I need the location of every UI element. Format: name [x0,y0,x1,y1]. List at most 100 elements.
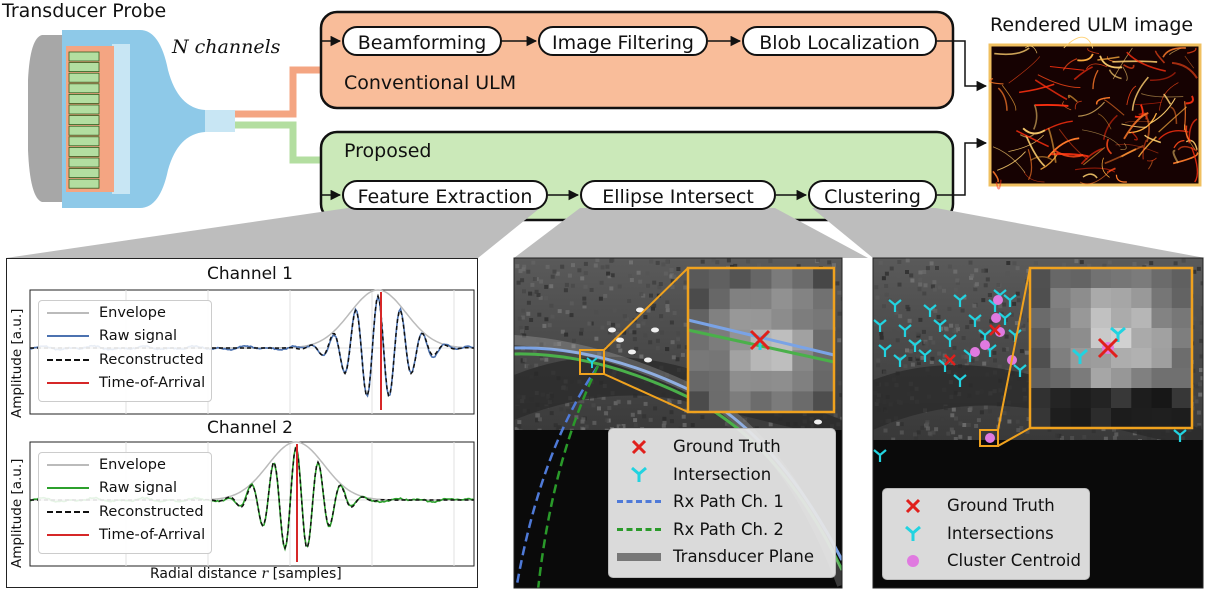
speckle [953,287,958,292]
speckle [918,282,923,287]
speckle [553,342,558,347]
speckle [583,271,588,276]
speckle [932,287,937,292]
inset-pixel [729,370,752,392]
speckle [1005,271,1010,276]
speckle [1199,368,1203,372]
vessel-trace [1115,174,1127,183]
speckle [1062,262,1067,267]
inset-pixel [708,350,731,372]
speckle [931,307,935,312]
speckle [668,404,673,409]
speckle [918,277,923,282]
speckle [881,276,886,281]
speckle [1198,382,1202,387]
intersection-marker [893,354,907,367]
vessel-trace [1171,61,1198,79]
speckle [525,364,530,369]
speckle [964,354,969,359]
speckle [572,338,576,343]
speckle [515,264,520,269]
legend-item-raw: Raw signal [39,325,211,349]
intersection-marker [873,449,887,462]
speckle [672,311,677,315]
speckle [929,360,934,364]
speckle [680,352,685,357]
speckle [520,278,525,283]
speckle [591,279,596,284]
speckle [726,258,731,263]
inset-pixel [1151,268,1173,289]
speckle [530,292,535,297]
speckle [1149,261,1154,266]
inset-pixel [813,309,835,331]
inset-pixel [708,288,731,310]
inset-pixel [813,288,835,310]
speckle [522,333,527,338]
speckle [925,266,930,271]
speckle [965,325,970,330]
speckle [955,280,960,285]
inset-pixel [688,350,710,372]
inset-pixel [771,268,793,290]
output-title: Rendered ULM image [990,14,1194,36]
speckle [542,341,546,346]
speckle [575,341,580,346]
legend-item-transducer-plane: Transducer Plane [609,543,835,571]
vessel-trace [1131,76,1149,111]
vessel-trace [1186,47,1197,54]
speckle [961,354,966,359]
inset-ground-truth-marker [749,329,771,351]
speckle [594,336,599,341]
vessel-trace [1049,65,1085,71]
speckle [577,268,582,273]
speckle [577,399,582,404]
speckle [629,278,634,282]
speckle [595,258,600,262]
vessel-trace [1019,83,1055,94]
speckle [589,396,594,401]
speckle [715,260,720,265]
vessel-trace [1086,63,1108,70]
clustering-step: Clustering [808,180,937,210]
speckle [539,356,544,361]
inset-pixel [1111,368,1132,389]
speckle [1196,410,1201,415]
inset-pixel [792,268,814,290]
legend-item-intersection: Intersection [609,461,835,489]
speckle [550,274,555,279]
speckle [727,422,732,427]
vessel-trace [1008,56,1041,84]
speckle [633,422,638,427]
vessel-trace [992,146,1026,173]
speckle [1146,435,1151,440]
speckle [922,291,927,296]
speckle [607,274,612,279]
speckle [768,422,773,427]
probe-housing [28,35,62,202]
centroid-marker [991,313,1001,323]
intersection-marker [878,344,892,357]
speckle [553,423,558,428]
speckle [579,331,584,336]
speckle [636,323,641,328]
intersection-marker [898,324,912,337]
speckle [1144,263,1149,268]
speckle [598,296,603,301]
speckle [580,419,585,424]
speckle [616,323,621,328]
vessel-trace [1097,56,1120,61]
speckle [581,417,586,422]
toa-swatch [47,529,89,541]
speckle [559,407,564,412]
speckle [665,347,669,351]
speckle [661,423,666,428]
speckle [962,423,967,427]
speckle [906,307,911,312]
vessel-trace [1137,136,1157,158]
speckle [632,337,637,342]
speckle [569,403,574,408]
speckle [1024,370,1029,375]
speckle [836,328,841,333]
vessel-trace [1024,45,1038,54]
